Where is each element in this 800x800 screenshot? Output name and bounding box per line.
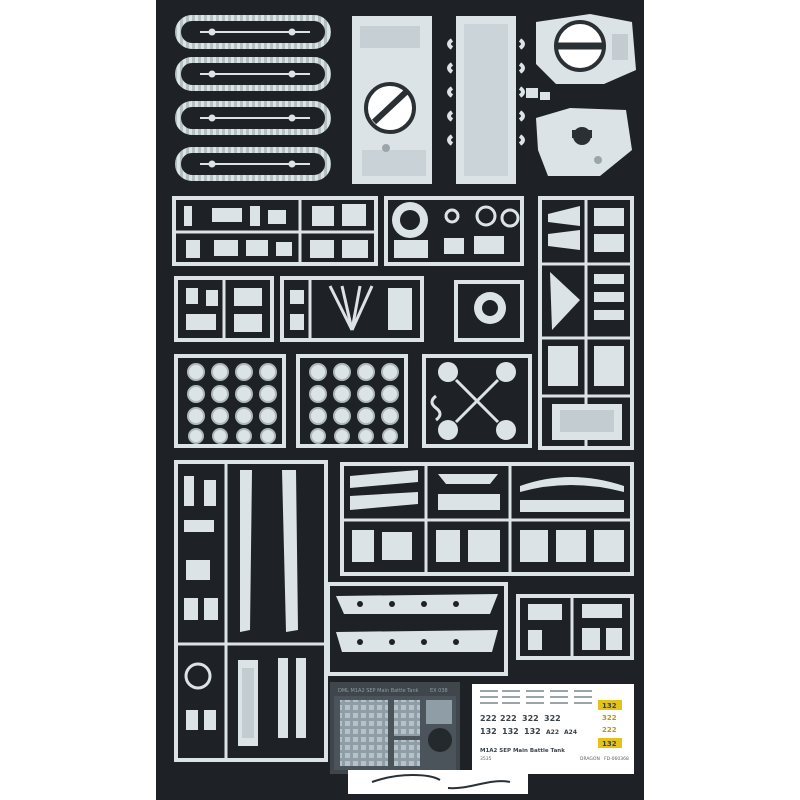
small-hatch-part — [526, 88, 550, 100]
sprue-right-tall — [538, 196, 634, 450]
decal-number: A22 — [546, 729, 559, 736]
decal-number: 222 — [480, 714, 497, 723]
decal-number: A24 — [564, 729, 577, 736]
sprue-cupola-parts — [384, 196, 524, 266]
track-length-4 — [175, 147, 331, 181]
pe-header-text: DML M1A2 SEP Main Battle Tank — [338, 688, 419, 694]
track-length-3 — [175, 101, 331, 135]
pe-code-text: EX 038 — [430, 688, 448, 694]
track-length-1 — [175, 15, 331, 49]
decal-sheet: 222 222 322 322 132 132 132 A22 A24 132 … — [472, 684, 634, 774]
decal-yellow-number: 222 — [602, 726, 617, 734]
turret-bottom-part — [536, 108, 632, 176]
track-length-2 — [175, 57, 331, 91]
decal-yellow-number: 132 — [602, 740, 617, 748]
sprue-road-wheels-right — [296, 354, 408, 448]
sprue-side-skirts — [174, 460, 328, 762]
decal-number: 322 — [544, 714, 561, 723]
sprue-hull-detail-parts — [340, 462, 634, 576]
sprue-road-wheel-hub — [454, 280, 524, 342]
sprue-small-parts-a — [172, 196, 378, 266]
tow-cable-card — [348, 770, 528, 794]
turret-top-part — [536, 14, 636, 84]
sprue-lower-hull-sides — [326, 582, 508, 676]
decal-yellow-number: 322 — [602, 714, 617, 722]
decal-sheet-left-code: 3535 — [480, 756, 492, 762]
upper-hull-part — [352, 16, 432, 184]
photo-etch-fret: DML M1A2 SEP Main Battle Tank EX 038 — [330, 682, 460, 774]
decal-number: 132 — [480, 727, 497, 736]
sprue-suspension-arms — [174, 276, 424, 342]
decal-sheet-brand: DRAGON — [580, 756, 600, 762]
decal-number: 132 — [524, 727, 541, 736]
decal-number: 222 — [500, 714, 517, 723]
decal-number: 132 — [502, 727, 519, 736]
decal-number: 322 — [522, 714, 539, 723]
sprue-small-parts-b — [516, 594, 634, 660]
sprue-drive-sprockets — [422, 354, 532, 448]
lower-hull-plate — [447, 16, 525, 184]
decal-yellow-number: 132 — [602, 702, 617, 710]
decal-sheet-title: M1A2 SEP Main Battle Tank — [480, 748, 565, 754]
track-links — [175, 15, 331, 181]
decal-sheet-right-code: FD-060368 — [604, 756, 629, 762]
sprue-road-wheels-left — [174, 354, 286, 448]
